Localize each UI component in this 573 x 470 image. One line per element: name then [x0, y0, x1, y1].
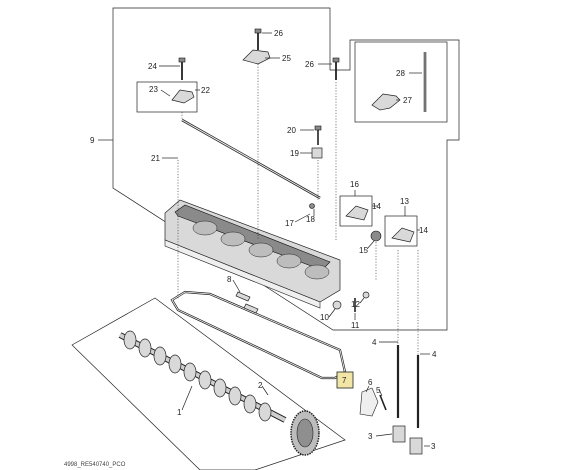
washer-12 — [362, 291, 370, 299]
callout-2: 2 — [258, 381, 263, 390]
tappet-3b — [409, 437, 423, 455]
callout-9: 9 — [90, 136, 95, 145]
figure-code: 4998_RE540740_PCO — [64, 462, 126, 468]
callout-4b: 4 — [432, 350, 437, 359]
bolt-8b — [243, 303, 259, 314]
callout-25: 25 — [282, 54, 291, 63]
callout-10: 10 — [320, 313, 329, 322]
callout-23: 23 — [149, 85, 158, 94]
bracket-box-14a — [339, 195, 373, 227]
callout-15: 15 — [359, 246, 368, 255]
callout-8: 8 — [227, 275, 232, 284]
callout-5: 5 — [376, 386, 381, 395]
callout-26b: 26 — [305, 60, 314, 69]
callout-7-highlight — [336, 371, 354, 389]
callout-17: 17 — [285, 219, 294, 228]
bolt-5 — [379, 394, 387, 411]
callout-3b: 3 — [431, 442, 436, 451]
callout-13: 13 — [400, 197, 409, 206]
callout-11: 11 — [351, 321, 360, 330]
callout-16: 16 — [350, 180, 359, 189]
washer-18 — [309, 203, 315, 209]
alignment-lines — [177, 64, 419, 355]
callout-7: 7 — [342, 376, 347, 385]
bracket-box-22 — [136, 81, 198, 113]
camshaft-panel-outline — [71, 297, 346, 470]
callout-labels: 1 2 3 3 4 4 5 6 7 8 9 10 11 12 13 14 14 … — [90, 29, 437, 451]
callout-1: 1 — [177, 408, 182, 417]
cylinder-head — [164, 199, 341, 309]
callout-18: 18 — [306, 215, 315, 224]
rocker-27 — [371, 93, 401, 111]
thrust-plate-6 — [359, 387, 379, 417]
callout-20: 20 — [287, 126, 296, 135]
callout-14a: 14 — [372, 202, 381, 211]
assembly-panel-outline — [112, 7, 460, 331]
callout-27: 27 — [403, 96, 412, 105]
callout-26a: 26 — [274, 29, 283, 38]
bolt-8 — [235, 291, 251, 302]
camshaft-1 — [118, 330, 320, 456]
callout-14b: 14 — [419, 226, 428, 235]
callout-4a: 4 — [372, 338, 377, 347]
plug-10 — [332, 300, 342, 310]
spring-15 — [370, 230, 382, 242]
rocker-22 — [171, 89, 195, 104]
rocker-14b — [391, 227, 415, 243]
rocker-25 — [242, 49, 271, 65]
nut-19 — [311, 147, 323, 159]
callout-24: 24 — [148, 62, 157, 71]
callout-21: 21 — [151, 154, 160, 163]
callout-22: 22 — [201, 86, 210, 95]
inset-box — [354, 41, 448, 123]
leader-lines — [98, 32, 430, 447]
callout-12: 12 — [351, 300, 360, 309]
callout-28: 28 — [396, 69, 405, 78]
bracket-box-14b — [384, 215, 418, 247]
callout-19: 19 — [290, 149, 299, 158]
callout-3a: 3 — [368, 432, 373, 441]
rocker-14a — [345, 205, 369, 221]
tappet-3a — [392, 425, 406, 443]
callout-6: 6 — [368, 378, 373, 387]
